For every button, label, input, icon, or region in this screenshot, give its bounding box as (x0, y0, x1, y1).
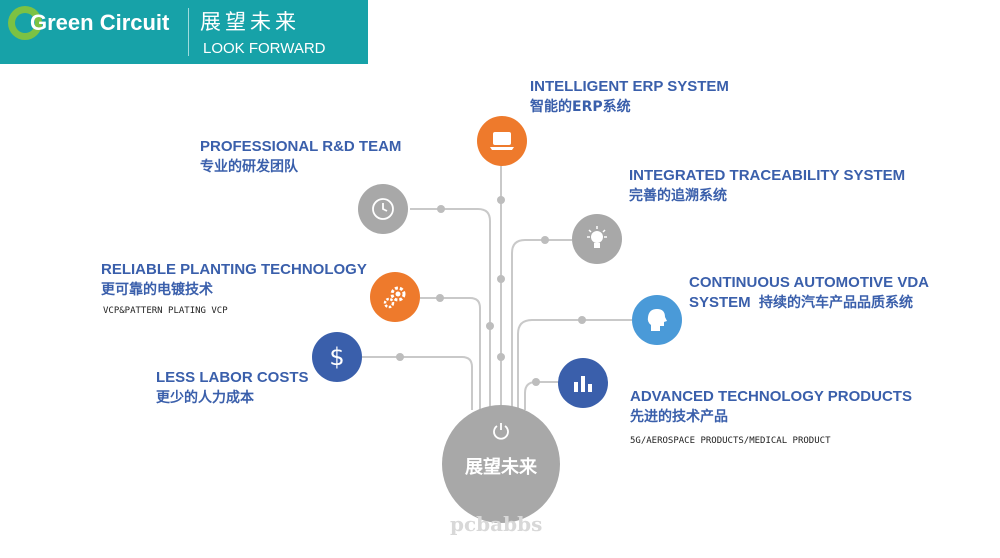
watermark: pcbabbs (450, 512, 543, 536)
connector-dot (541, 236, 549, 244)
trace-title: INTEGRATED TRACEABILITY SYSTEM (629, 167, 906, 184)
erp-label: INTELLIGENT ERP SYSTEM 智能的ERP系统 (530, 77, 729, 117)
header-divider (188, 8, 189, 56)
plating-title-cn: 更可靠的电镀技术 (101, 282, 213, 298)
rd-label: PROFESSIONAL R&D TEAM 专业的研发团队 (200, 137, 401, 177)
trace-node (572, 214, 622, 264)
vda-title-line2: SYSTEM (689, 294, 751, 311)
advanced-subtitle: 5G/AEROSPACE PRODUCTS/MEDICAL PRODUCT (630, 436, 831, 446)
gears-icon (383, 286, 406, 309)
erp-node (477, 116, 527, 166)
logo: Green Circuit (8, 6, 169, 40)
rd-node (358, 184, 408, 234)
power-icon (493, 423, 509, 440)
lightbulb-icon (587, 226, 607, 248)
rd-title: PROFESSIONAL R&D TEAM (200, 138, 402, 155)
labor-label: LESS LABOR COSTS 更少的人力成本 (156, 368, 309, 408)
erp-title-cn: 智能的ERP系统 (530, 99, 631, 115)
vda-node (632, 295, 682, 345)
logo-icon (8, 6, 42, 40)
header-banner (0, 0, 368, 64)
rd-title-cn: 专业的研发团队 (200, 159, 298, 175)
plating-node (370, 272, 420, 322)
trace-label: INTEGRATED TRACEABILITY SYSTEM 完善的追溯系统 (629, 166, 905, 206)
connector-rd (410, 208, 491, 410)
head-icon (647, 309, 667, 331)
connector-dot (396, 353, 404, 361)
connector-labor (362, 356, 473, 410)
bar-chart-icon (574, 376, 592, 392)
laptop-icon (490, 132, 514, 150)
plating-subtitle: VCP&PATTERN PLATING VCP (103, 306, 228, 316)
brand-name: Green Circuit (30, 10, 170, 35)
center-hub: 展望未来 (442, 405, 560, 523)
header-title-en: LOOK FORWARD (203, 40, 326, 57)
plating-title: RELIABLE PLANTING TECHNOLOGY (101, 261, 367, 278)
labor-title-cn: 更少的人力成本 (156, 390, 254, 406)
connector-dot (497, 353, 505, 361)
advanced-title-cn: 先进的技术产品 (630, 409, 728, 425)
vda-label: CONTINUOUS AUTOMOTIVE VDA SYSTEM 持续的汽车产品… (689, 273, 929, 313)
connector-dot (437, 205, 445, 213)
clock-icon (372, 198, 394, 220)
vda-title-line1: CONTINUOUS AUTOMOTIVE VDA (689, 274, 930, 291)
labor-title: LESS LABOR COSTS (156, 369, 309, 386)
header-title-cn: 展望未来 (200, 10, 300, 34)
vda-title-cn: 持续的汽车产品品质系统 (759, 295, 914, 311)
advanced-node (558, 358, 608, 408)
connector-vda (517, 319, 632, 410)
connector-dot (497, 275, 505, 283)
connector-trace (511, 239, 572, 410)
connector-dot (497, 196, 505, 204)
connector-dot (436, 294, 444, 302)
plating-label: RELIABLE PLANTING TECHNOLOGY 更可靠的电镀技术 (101, 260, 367, 300)
labor-node: $ (312, 332, 362, 382)
dollar-icon: $ (329, 343, 344, 371)
header-banner-cut (340, 0, 368, 64)
advanced-label: ADVANCED TECHNOLOGY PRODUCTS 先进的技术产品 (630, 387, 912, 427)
connector-advanced (524, 381, 558, 410)
center-label: 展望未来 (465, 457, 537, 478)
connector-dot (486, 322, 494, 330)
connector-dot (532, 378, 540, 386)
connector-plating (420, 297, 481, 410)
trace-title-cn: 完善的追溯系统 (629, 188, 727, 204)
svg-text:$: $ (329, 343, 344, 371)
advanced-title: ADVANCED TECHNOLOGY PRODUCTS (630, 388, 912, 405)
erp-title: INTELLIGENT ERP SYSTEM (530, 78, 729, 95)
connector-dot (578, 316, 586, 324)
